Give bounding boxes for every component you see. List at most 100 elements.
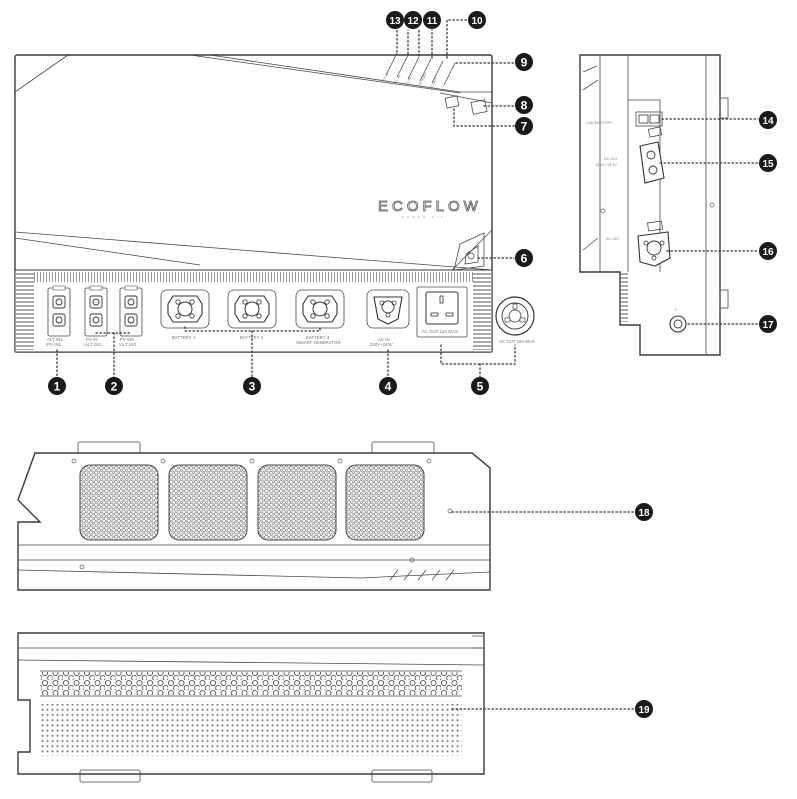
can-bus-label: CAN BUS PORT bbox=[586, 121, 614, 125]
dc-out-value: 12.6V / 25.4V bbox=[595, 163, 617, 167]
bottom-foot-right bbox=[371, 769, 433, 783]
callout-badge-9: 9 bbox=[515, 53, 533, 71]
indicator-label-3: PV IN bbox=[404, 76, 412, 86]
svg-text:1: 1 bbox=[54, 380, 61, 394]
svg-text:17: 17 bbox=[762, 320, 774, 331]
svg-text:13: 13 bbox=[389, 16, 401, 27]
ac-in-label: AC IN bbox=[378, 337, 390, 342]
brand-subline: POWER KIT bbox=[402, 215, 446, 219]
callout-badge-16: 16 bbox=[759, 242, 777, 260]
alt-port-3-sublabel: /ALT IN3 bbox=[119, 342, 137, 347]
top-indicator-strip: PV IN PV IN PV IN BATTERY AC OUT bbox=[381, 52, 456, 91]
svg-text:12: 12 bbox=[407, 16, 419, 27]
callout-badge-11: 11 bbox=[423, 11, 441, 29]
front-cover-bottom-band bbox=[14, 231, 493, 271]
callout-badge-1: 1 bbox=[48, 377, 66, 395]
alt-port-2-label: PV IN bbox=[86, 337, 97, 342]
battery-port-3[interactable] bbox=[295, 289, 345, 329]
ac-out-socket-label: AC OUT 13A MAX bbox=[422, 329, 458, 334]
battery-port-1[interactable] bbox=[160, 289, 210, 329]
callout-lines bbox=[56, 19, 759, 710]
svg-text:2: 2 bbox=[111, 380, 118, 394]
bottom-foot-left bbox=[79, 769, 141, 783]
callout-badge-8: 8 bbox=[515, 96, 533, 114]
fan-grille-4 bbox=[345, 464, 425, 541]
vent-ribs-right bbox=[473, 272, 491, 350]
front-cover-lines bbox=[14, 54, 493, 266]
svg-text:15: 15 bbox=[762, 159, 774, 170]
alt-port-1-sublabel: /PV IN1 bbox=[46, 342, 62, 347]
power-button[interactable] bbox=[453, 232, 485, 271]
alt-port-2-sublabel: /ALT IN2 bbox=[84, 342, 102, 347]
svg-text:5: 5 bbox=[477, 380, 484, 394]
callout-badge-6: 6 bbox=[515, 249, 533, 267]
callout-badges: 1 2 3 4 5 6 7 8 9 10 11 12 13 14 15 16 1… bbox=[48, 11, 777, 718]
callout-badge-19: 19 bbox=[635, 700, 653, 718]
bottom-view bbox=[17, 632, 485, 783]
side-ac-out-port[interactable] bbox=[637, 220, 671, 267]
callout-badge-3: 3 bbox=[243, 377, 261, 395]
svg-text:10: 10 bbox=[471, 16, 483, 27]
dc-out-label: DC OUT bbox=[604, 157, 619, 161]
ac-in-port[interactable] bbox=[366, 289, 410, 329]
callout-badge-17: 17 bbox=[759, 315, 777, 333]
indicator-label-4: BATTERY bbox=[416, 72, 428, 89]
svg-text:16: 16 bbox=[762, 247, 774, 258]
callout-badge-4: 4 bbox=[379, 377, 397, 395]
front-cover-top-band bbox=[209, 54, 492, 93]
small-button-7[interactable] bbox=[444, 95, 460, 109]
svg-text:18: 18 bbox=[638, 508, 650, 519]
svg-text:6: 6 bbox=[521, 252, 528, 266]
alt-port-3[interactable] bbox=[119, 285, 143, 337]
side-view: CAN BUS PORT DC OUT 12.6V / 25.4V AC OUT bbox=[579, 54, 729, 356]
callout-badge-18: 18 bbox=[635, 503, 653, 521]
fan-grille-2 bbox=[168, 464, 248, 541]
ac-in-sublabel: 220V~240V bbox=[370, 342, 393, 347]
callout-badge-7: 7 bbox=[515, 117, 533, 135]
side-ac-out-label: AC OUT bbox=[606, 237, 620, 241]
svg-text:8: 8 bbox=[521, 99, 528, 113]
ac-out-round-port[interactable] bbox=[495, 296, 535, 336]
top-screws bbox=[71, 458, 453, 570]
alt-port-1[interactable] bbox=[47, 285, 71, 337]
vent-ribs-top bbox=[34, 272, 473, 282]
side-body bbox=[579, 54, 721, 356]
indicator-label-2: PV IN bbox=[393, 74, 401, 84]
callout-badge-15: 15 bbox=[759, 154, 777, 172]
callout-badge-2: 2 bbox=[105, 377, 123, 395]
fan-grille-1 bbox=[79, 464, 159, 541]
bottom-hex-vents bbox=[40, 672, 462, 695]
svg-text:19: 19 bbox=[638, 705, 650, 716]
side-handle-bottom bbox=[719, 289, 729, 309]
ac-out-round-label: AC OUT 16A MAX bbox=[499, 339, 535, 344]
ground-terminal[interactable]: ⏚ bbox=[669, 306, 687, 333]
alt-port-3-label: PV IN3 bbox=[120, 337, 134, 342]
svg-text:9: 9 bbox=[521, 56, 528, 70]
side-handle-top bbox=[719, 97, 729, 119]
brand-logo: ECOFLOW bbox=[378, 198, 482, 215]
callout-badge-5: 5 bbox=[471, 377, 489, 395]
callout-badge-12: 12 bbox=[404, 11, 422, 29]
battery-port-1-label: BATTERY 1 bbox=[172, 335, 196, 340]
ground-symbol: ⏚ bbox=[674, 306, 678, 311]
ac-out-socket[interactable] bbox=[416, 286, 468, 338]
indicator-label-1: PV IN bbox=[381, 72, 389, 82]
alt-port-2[interactable] bbox=[84, 285, 108, 337]
battery-port-2-label: BATTERY 2 bbox=[240, 335, 264, 340]
svg-text:7: 7 bbox=[521, 120, 528, 134]
svg-text:14: 14 bbox=[762, 116, 774, 127]
battery-port-3-label: BATTERY 3 bbox=[306, 335, 330, 340]
vent-ribs-left bbox=[16, 272, 34, 350]
callout-badge-14: 14 bbox=[759, 111, 777, 129]
fan-grille-3 bbox=[257, 464, 337, 541]
alt-port-1-label: ALT IN1 bbox=[47, 337, 63, 342]
bottom-dot-vents bbox=[40, 704, 462, 756]
dc-out-port[interactable] bbox=[639, 126, 665, 184]
battery-port-2[interactable] bbox=[227, 289, 277, 329]
indicator-label-5: AC OUT bbox=[428, 76, 439, 90]
callout-badge-10: 10 bbox=[468, 11, 486, 29]
callout-badge-13: 13 bbox=[386, 11, 404, 29]
svg-text:3: 3 bbox=[249, 380, 256, 394]
top-view bbox=[17, 441, 491, 591]
